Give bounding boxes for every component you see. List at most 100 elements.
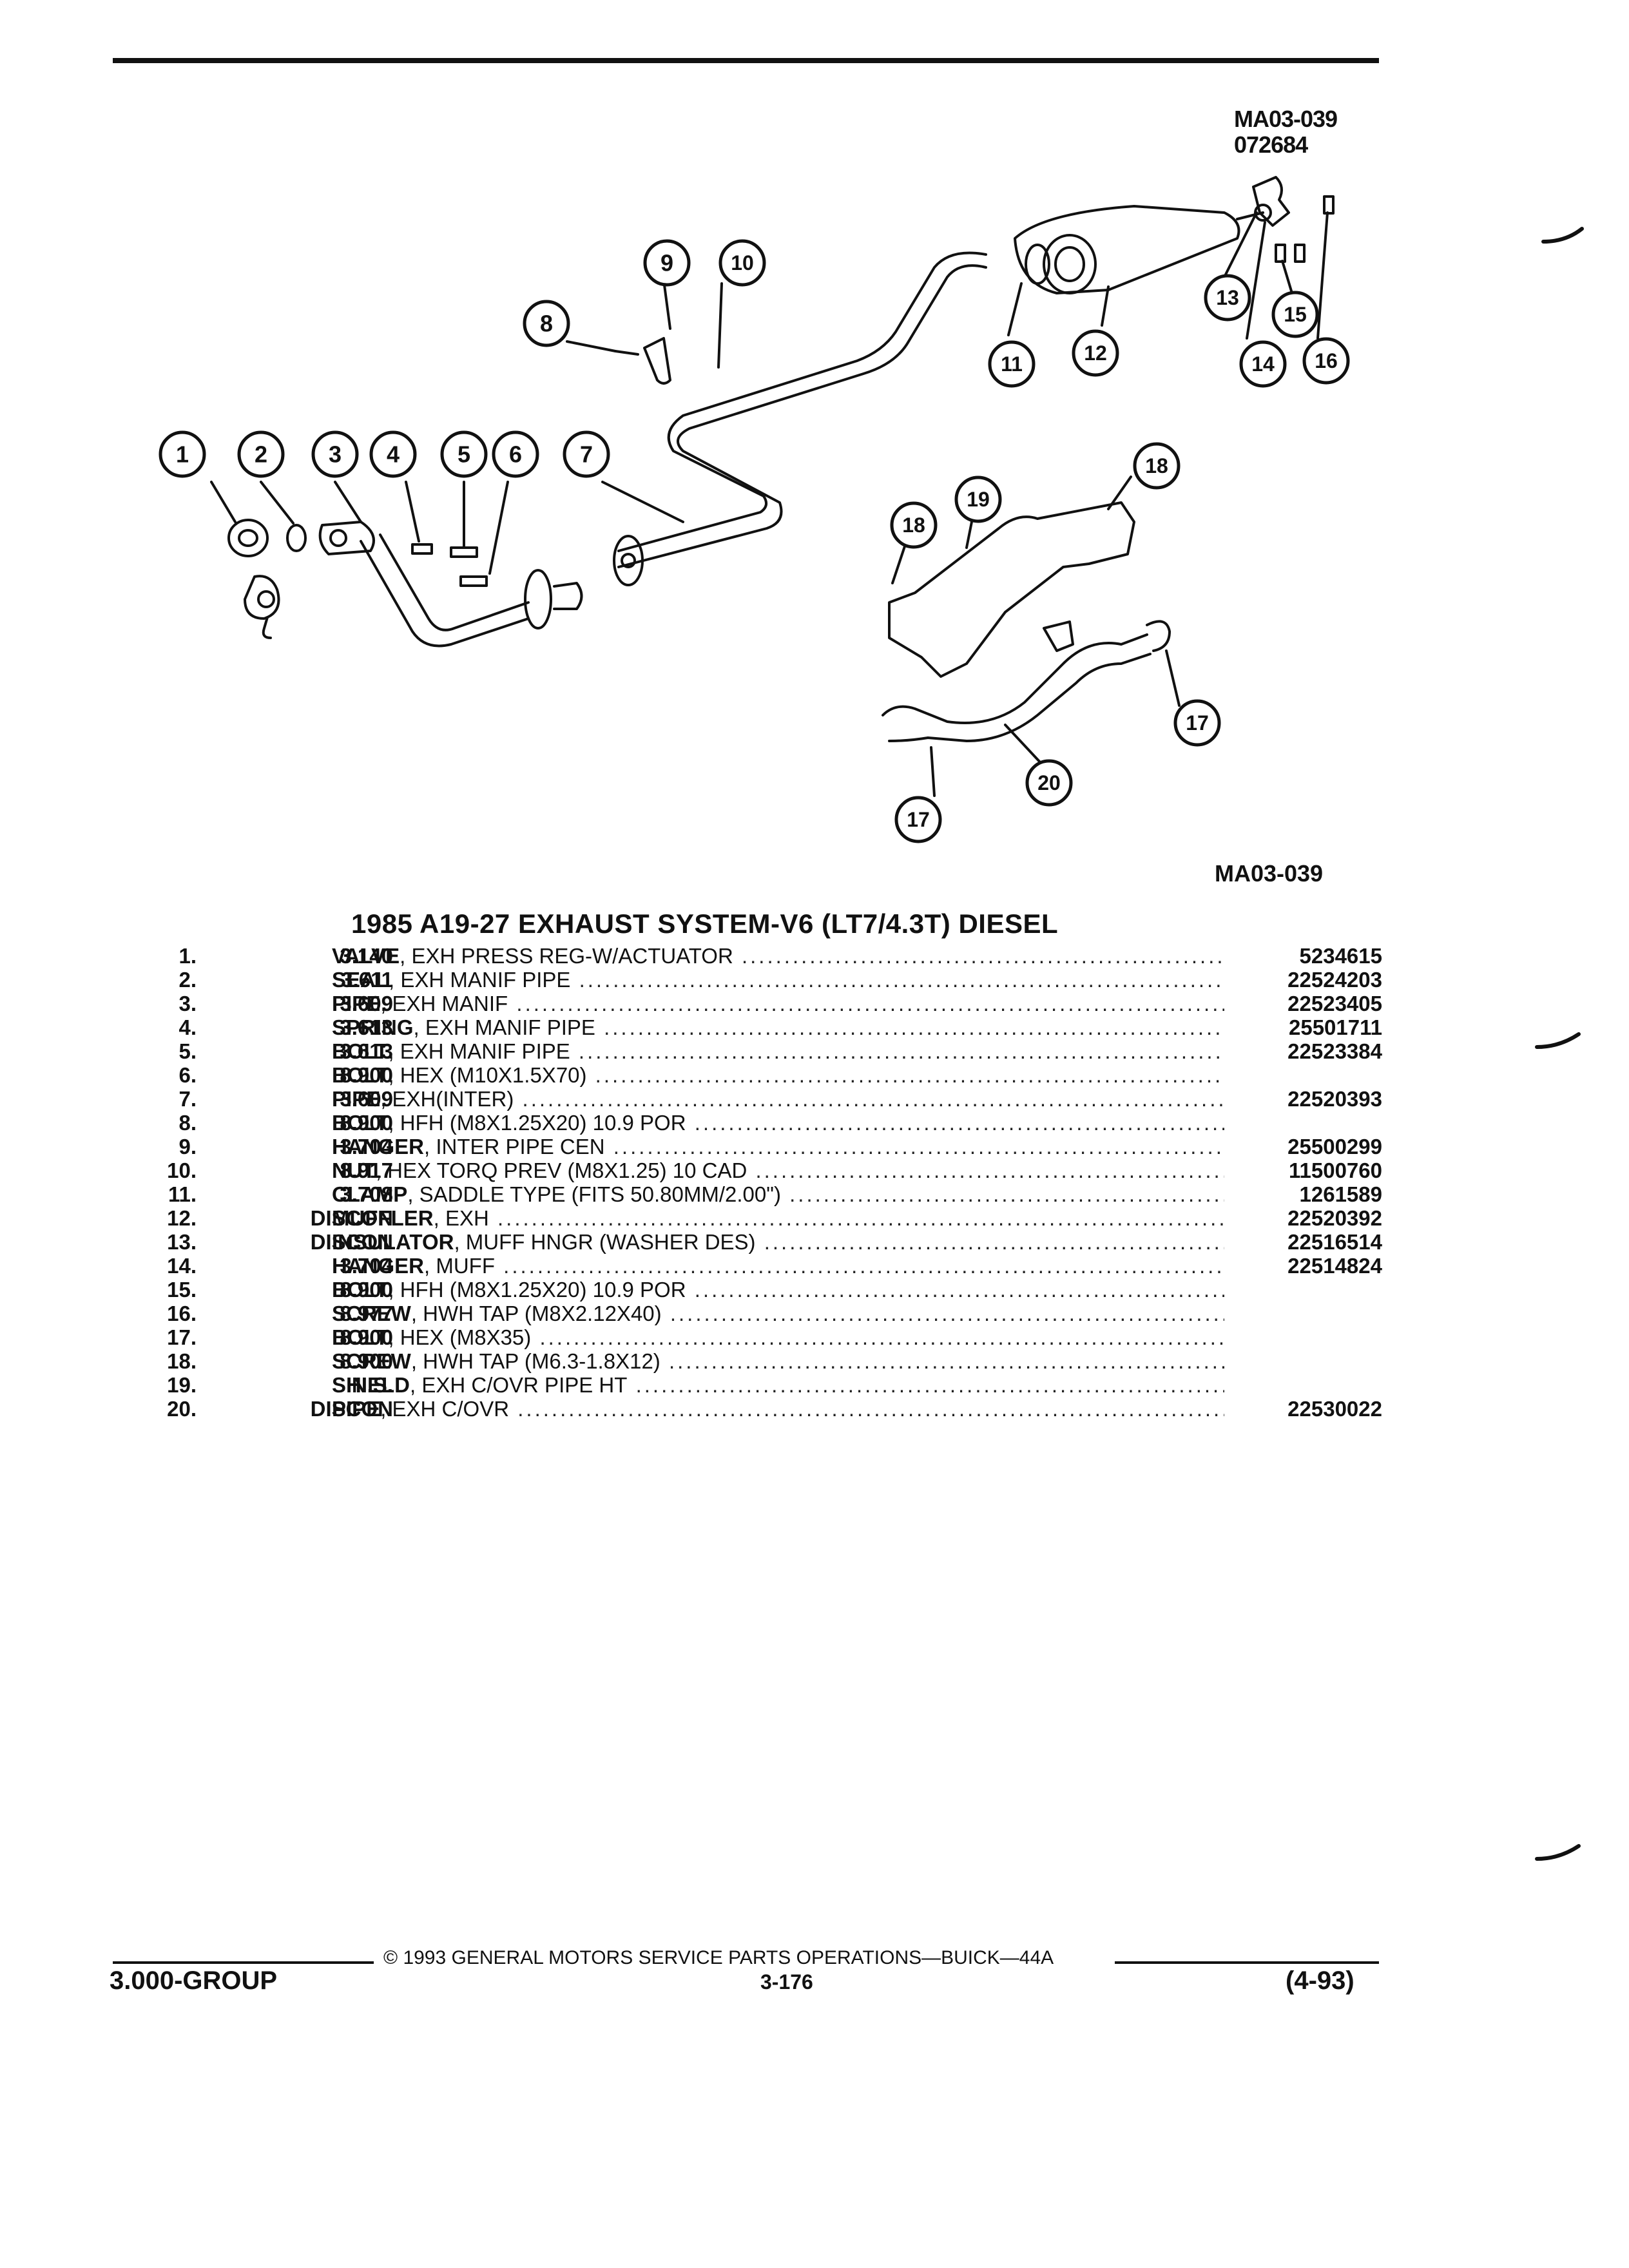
part-description: HANGER, MUFF ...........................… [332,1254,1224,1278]
dot-leader: ........................................… [741,944,1224,968]
part-catalog-number: 25500299 [1287,1135,1382,1158]
callout-17b [894,796,942,843]
callout-15 [1271,291,1319,338]
part-description: HANGER, INTER PIPE CEN .................… [332,1135,1224,1158]
callout-label: 3 [329,441,342,468]
part-description: SCREW, HWH TAP (M6.3-1.8X12) ...........… [332,1349,1224,1373]
part-group-code: 8.900 [340,1278,393,1302]
part-name: SCREW [332,1302,411,1325]
callout-label: 18 [902,514,925,537]
part-number: 5. [178,1039,197,1063]
callout-label: 5 [458,441,470,468]
part-description: BOLT, HEX (M10X1.5X70) .................… [332,1063,1224,1087]
part-number: 20. [167,1397,197,1421]
part-number: 11. [168,1182,197,1206]
part-detail: , EXH PRESS REG-W/ACTUATOR [400,944,733,968]
part-number: 19. [167,1373,197,1397]
callout-label: 1 [176,441,189,468]
part-detail: , MUFF [424,1254,495,1278]
part-name: SPRING [332,1015,414,1039]
callout-label: 10 [731,251,754,274]
part-number: 2. [178,968,197,992]
callout-9 [643,239,691,287]
part-number: 17. [167,1325,197,1349]
part-group-code: 3.611 [341,968,393,992]
dot-leader: ........................................… [517,1397,1224,1421]
callout-label: 4 [387,441,400,468]
part-number: 12. [167,1206,197,1230]
part-name: SCREW [332,1349,411,1373]
part-catalog-number: 22523384 [1287,1039,1382,1063]
part-description: BOLT, HFH (M8X1.25X20) 10.9 POR ........… [332,1111,1224,1135]
part-number: 14. [167,1254,197,1278]
part-group-code: 3.708 [340,1182,393,1206]
part-name: BOLT [332,1278,389,1302]
callout-16 [1302,337,1350,385]
callout-2 [237,430,285,478]
part-number: 4. [178,1015,197,1039]
callout-1 [159,430,206,478]
part-detail: , HFH (M8X1.25X20) 10.9 POR [388,1111,686,1135]
part-number: 15. [167,1278,197,1302]
part-description: INSULATOR, MUFF HNGR (WASHER DES) ......… [332,1230,1224,1254]
page-title: 1985 A19-27 EXHAUST SYSTEM-V6 (LT7/4.3T)… [351,908,1059,939]
part-detail: , EXH MANIF [380,992,508,1015]
part-detail: , HFH (M8X1.25X20) 10.9 POR [388,1278,686,1302]
callout-10 [718,239,766,287]
dot-leader: ........................................… [595,1063,1224,1087]
callout-3 [311,430,359,478]
part-group-code: 8.917 [340,1158,393,1182]
part-group-code: DISCON [310,1206,393,1230]
dot-leader: ........................................… [497,1206,1224,1230]
dot-leader: ........................................… [578,1039,1224,1063]
callout-19 [954,476,1002,523]
part-group-code: 3.140 [340,944,393,968]
part-description: MUFFLER, EXH ...........................… [332,1206,1224,1230]
part-number: 7. [178,1087,197,1111]
callout-17a [1173,699,1221,747]
part-catalog-number: 22520392 [1287,1206,1382,1230]
part-group-code: 8.900 [340,1325,393,1349]
part-detail: , HEX TORQ PREV (M8X1.25) 10 CAD [375,1158,747,1182]
callout-label: 20 [1037,771,1061,794]
part-group-code: 3.609 [340,1087,393,1111]
diagram-code-top: MA03-039 [1234,106,1338,132]
callout-11 [988,340,1036,388]
part-detail: , SADDLE TYPE (FITS 50.80MM/2.00") [407,1182,781,1206]
callout-label: 6 [509,441,522,468]
binder-mark [1535,1032,1581,1049]
callout-6 [492,430,539,478]
callout-label: 17 [907,808,930,831]
callout-label: 8 [540,311,553,337]
diagram-date-code: 072684 [1234,131,1308,158]
dot-leader: ........................................… [789,1182,1224,1206]
callout-20 [1025,759,1073,807]
callout-label: 19 [967,488,990,511]
part-name: HANGER [332,1254,425,1278]
part-catalog-number: 25501711 [1288,1015,1382,1039]
dot-leader: ........................................… [635,1373,1224,1397]
part-name: PIPE [332,1397,381,1421]
part-name: NUT [332,1158,376,1182]
callout-label: 17 [1186,711,1209,735]
crossover-pipe [882,633,1148,724]
part-catalog-number: 1261589 [1299,1182,1382,1206]
part-description: PIPE, EXH MANIF ........................… [332,992,1224,1015]
part-detail: , EXH(INTER) [380,1087,514,1111]
exhaust-diagram: 1 2 3 4 5 6 7 8 9 10 11 12 13 14 15 16 1… [159,176,1584,843]
part-group-code: 3.613 [340,1015,393,1039]
dot-leader: ........................................… [755,1158,1224,1182]
part-detail: , INTER PIPE CEN [424,1135,605,1158]
part-name: BOLT [332,1039,389,1063]
part-detail: , HEX (M10X1.5X70) [388,1063,587,1087]
part-description: PIPE, EXH C/OVR ........................… [332,1397,1224,1421]
part-number: 13. [167,1230,197,1254]
